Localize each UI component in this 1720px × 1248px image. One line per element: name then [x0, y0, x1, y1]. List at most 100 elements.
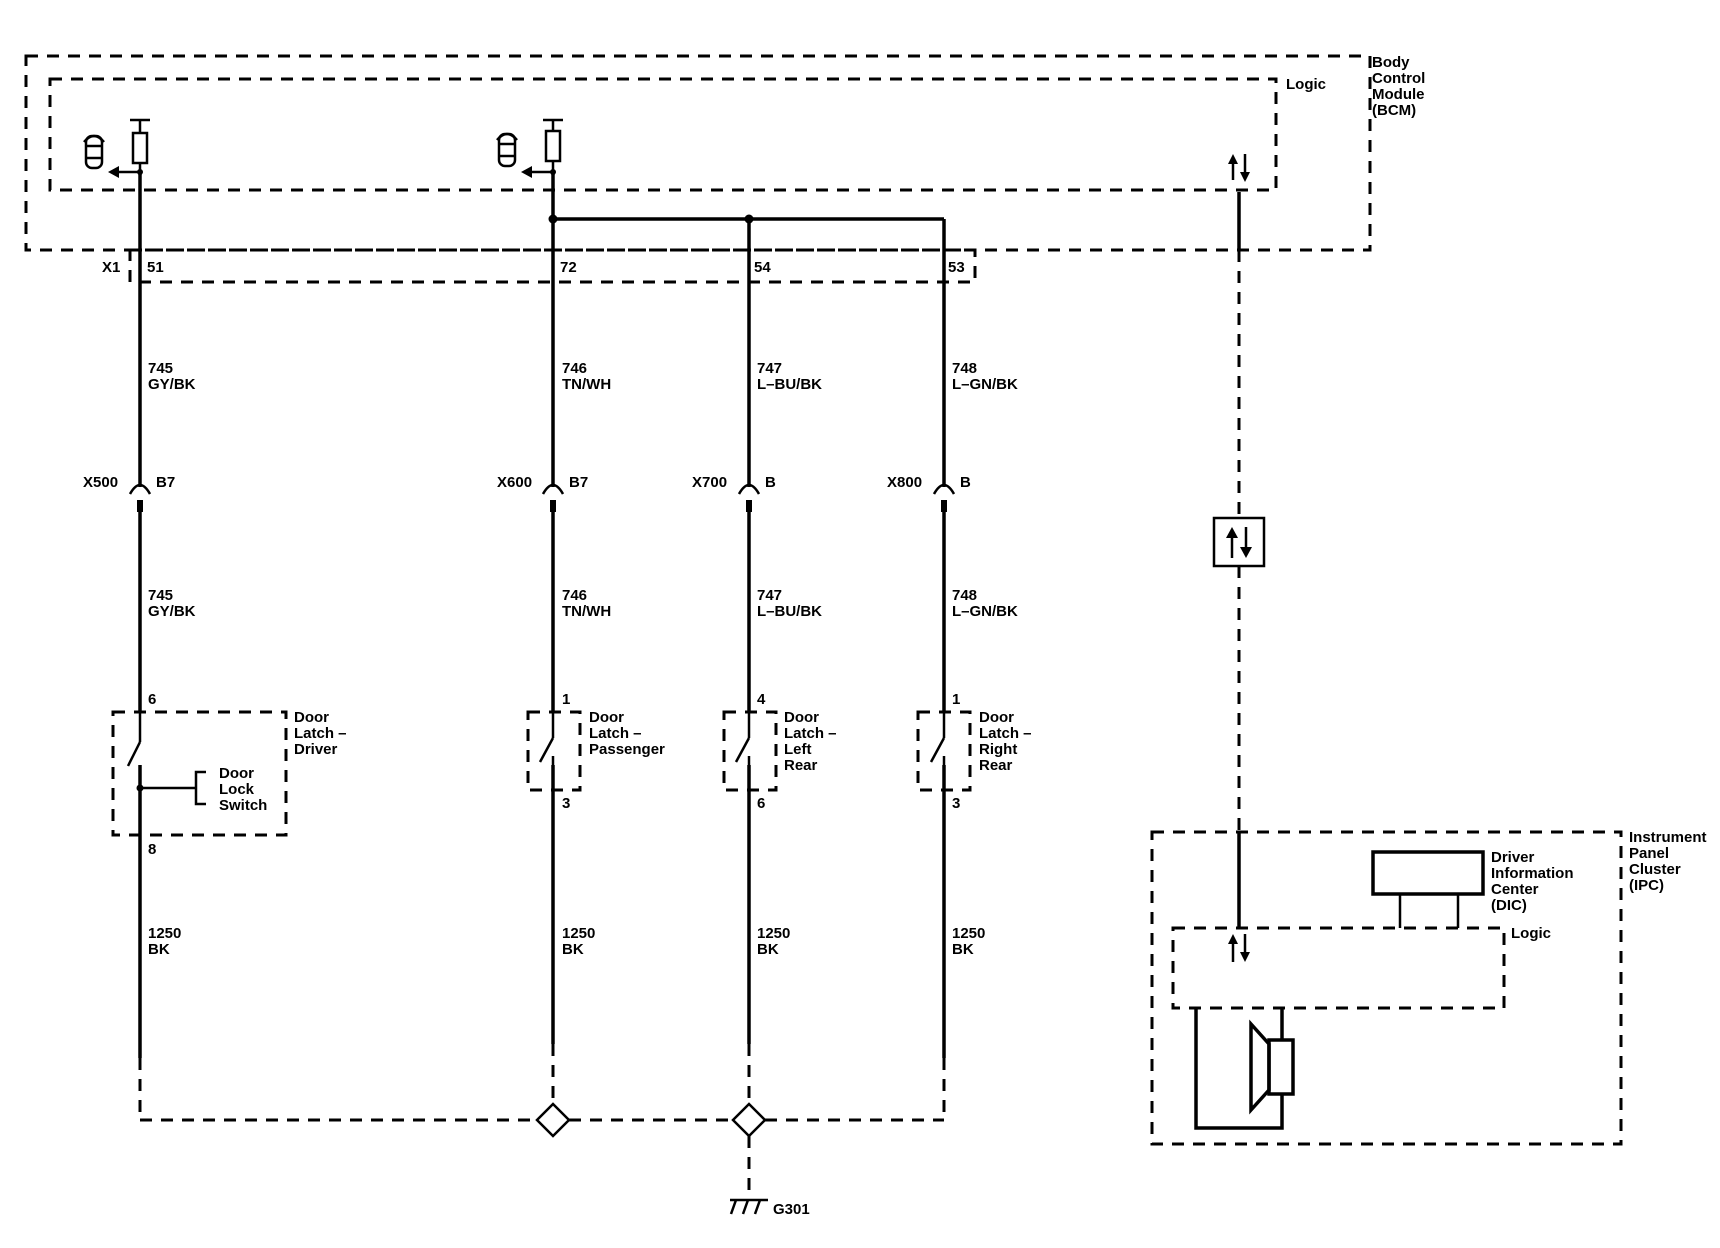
door-lock-status-icon: [83, 134, 105, 170]
pin-bottom-left-rear: 6: [757, 795, 765, 812]
door-lock-status-icon: [496, 132, 518, 168]
door-latch-left-rear: 4 6 Door Latch – Left Rear: [722, 691, 837, 812]
svg-text:Panel: Panel: [1629, 845, 1669, 862]
pin-bottom-right-rear: 3: [952, 795, 960, 812]
svg-text:Switch: Switch: [219, 797, 267, 814]
svg-text:(BCM): (BCM): [1372, 102, 1416, 119]
svg-text:L–BU/BK: L–BU/BK: [757, 376, 822, 393]
svg-text:747: 747: [757, 360, 782, 377]
ipc-logic-label: Logic: [1511, 925, 1551, 942]
svg-text:BK: BK: [562, 941, 584, 958]
data-arrows-icon: [1228, 934, 1250, 962]
svg-text:1250: 1250: [562, 925, 595, 942]
svg-text:Latch –: Latch –: [784, 725, 837, 742]
splice-icon: [535, 1102, 571, 1138]
svg-text:B: B: [765, 474, 776, 491]
svg-text:1250: 1250: [952, 925, 985, 942]
wire-label-1250-left-rear: 1250 BK: [757, 925, 790, 958]
pin-top-left-rear: 4: [757, 691, 766, 708]
pin-top-right-rear: 1: [952, 691, 960, 708]
svg-text:B7: B7: [156, 474, 175, 491]
svg-text:Center: Center: [1491, 881, 1539, 898]
door-latch-passenger: 1 3 Door Latch – Passenger: [526, 691, 665, 812]
svg-text:X600: X600: [497, 474, 532, 491]
driver-output-driver: [108, 118, 150, 178]
svg-text:X800: X800: [887, 474, 922, 491]
wire-label-748-lower: 748 L–GN/BK: [952, 587, 1018, 620]
svg-text:1250: 1250: [148, 925, 181, 942]
svg-text:747: 747: [757, 587, 782, 604]
data-arrows-icon: [1228, 154, 1250, 182]
svg-text:Module: Module: [1372, 86, 1425, 103]
svg-text:Latch –: Latch –: [589, 725, 642, 742]
bcm-module-box: [24, 54, 1372, 252]
svg-text:B: B: [960, 474, 971, 491]
svg-text:BK: BK: [757, 941, 779, 958]
svg-text:Control: Control: [1372, 70, 1425, 87]
ipc-title: Instrument Panel Cluster (IPC): [1629, 829, 1707, 894]
svg-text:Driver: Driver: [294, 741, 338, 758]
svg-text:748: 748: [952, 360, 977, 377]
bcm-pin-54: 54: [754, 259, 771, 276]
svg-text:Right: Right: [979, 741, 1017, 758]
door-latch-right-rear: 1 3 Door Latch – Right Rear: [916, 691, 1032, 812]
svg-text:BK: BK: [148, 941, 170, 958]
inline-connector-x800: X800 B: [887, 474, 971, 512]
svg-text:Rear: Rear: [979, 757, 1013, 774]
svg-text:X500: X500: [83, 474, 118, 491]
svg-text:GY/BK: GY/BK: [148, 603, 196, 620]
wire-label-745-lower: 745 GY/BK: [148, 587, 196, 620]
wire-label-1250-passenger: 1250 BK: [562, 925, 595, 958]
svg-text:Information: Information: [1491, 865, 1574, 882]
ipc-logic-box: [1171, 926, 1506, 1010]
wire-label-1250-right-rear: 1250 BK: [952, 925, 985, 958]
wire-label-745-upper: 745 GY/BK: [148, 360, 196, 393]
dic-label: Driver Information Center (DIC): [1491, 849, 1574, 914]
x1-connector-label: X1: [102, 259, 120, 276]
bcm-pin-72: 72: [560, 259, 577, 276]
svg-text:Door: Door: [979, 709, 1014, 726]
ground-icon: [729, 1198, 768, 1215]
wire-label-1250-driver: 1250 BK: [148, 925, 181, 958]
speaker-icon: [1194, 1008, 1295, 1130]
inline-connector-x500: X500 B7: [83, 474, 175, 512]
bcm-logic-label: Logic: [1286, 76, 1326, 93]
svg-text:Passenger: Passenger: [589, 741, 665, 758]
svg-text:Cluster: Cluster: [1629, 861, 1681, 878]
svg-text:L–BU/BK: L–BU/BK: [757, 603, 822, 620]
svg-text:Body: Body: [1372, 54, 1410, 71]
svg-text:GY/BK: GY/BK: [148, 376, 196, 393]
svg-text:(IPC): (IPC): [1629, 877, 1664, 894]
svg-text:748: 748: [952, 587, 977, 604]
door-latch-driver: 6 8 Door Latch – Driver: [111, 691, 347, 858]
bcm-pin-53: 53: [948, 259, 965, 276]
svg-text:Latch –: Latch –: [979, 725, 1032, 742]
svg-text:Rear: Rear: [784, 757, 818, 774]
svg-text:745: 745: [148, 360, 173, 377]
svg-text:745: 745: [148, 587, 173, 604]
ground-label: G301: [773, 1201, 810, 1218]
inline-connector-x600: X600 B7: [497, 474, 588, 512]
splice-icon: [731, 1102, 767, 1138]
pin-top-driver: 6: [148, 691, 156, 708]
wire-label-747-upper: 747 L–BU/BK: [757, 360, 822, 393]
svg-text:TN/WH: TN/WH: [562, 376, 611, 393]
ipc-module-box: [1150, 830, 1623, 1146]
svg-text:Door: Door: [589, 709, 624, 726]
svg-text:Driver: Driver: [1491, 849, 1535, 866]
svg-text:Door: Door: [294, 709, 329, 726]
svg-text:BK: BK: [952, 941, 974, 958]
svg-text:L–GN/BK: L–GN/BK: [952, 376, 1018, 393]
svg-text:Door: Door: [784, 709, 819, 726]
svg-text:Door: Door: [219, 765, 254, 782]
passenger-output-driver: [521, 118, 563, 178]
svg-text:746: 746: [562, 360, 587, 377]
svg-text:(DIC): (DIC): [1491, 897, 1527, 914]
wire-label-748-upper: 748 L–GN/BK: [952, 360, 1018, 393]
serial-data-box-icon: [1212, 516, 1266, 568]
dic-display: [1371, 850, 1485, 928]
bcm-title: Body Control Module (BCM): [1372, 54, 1425, 119]
pin-bottom-passenger: 3: [562, 795, 570, 812]
wire-label-746-upper: 746 TN/WH: [562, 360, 611, 393]
